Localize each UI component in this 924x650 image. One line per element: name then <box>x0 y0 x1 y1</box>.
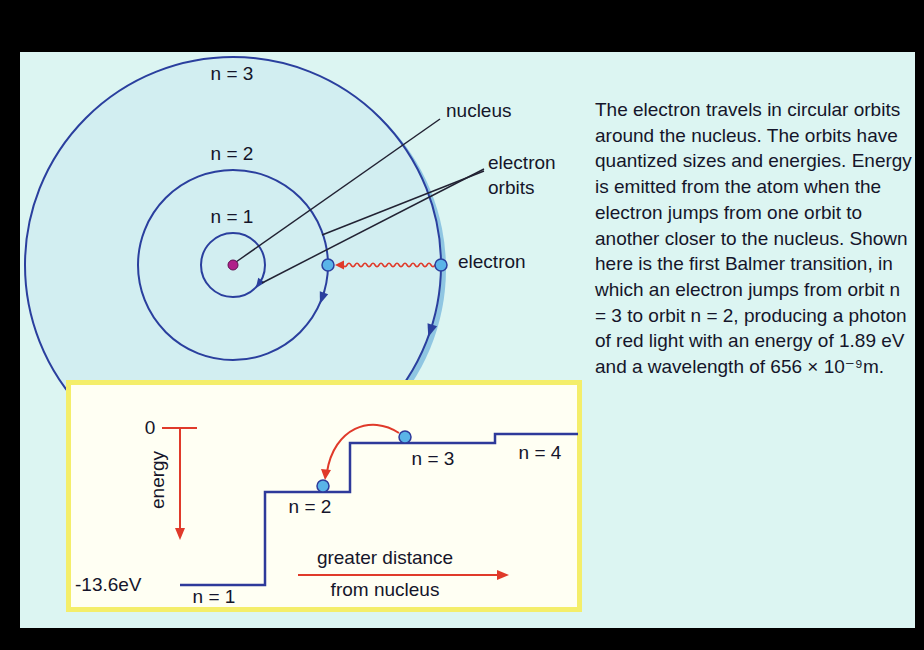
electron-dot <box>435 259 447 271</box>
axis-title: greater distance from nucleus <box>305 542 465 606</box>
orbit-arrowhead <box>320 291 328 304</box>
axis-title: energy <box>147 451 169 509</box>
orbit-label: n = 3 <box>211 63 254 85</box>
energy-arrowhead <box>175 528 185 540</box>
distance-arrowhead <box>497 570 509 580</box>
energy-level-inset: 0 energy -13.6eV n = 1 n = 2 n = 3 n = 4 greate… <box>66 380 582 612</box>
panel-background <box>20 52 915 628</box>
photon-arrowhead <box>335 261 344 270</box>
level-label: n = 1 <box>193 588 236 606</box>
transition-arrow <box>327 425 399 472</box>
orbit-label: n = 2 <box>211 143 254 165</box>
leader-line <box>236 119 440 262</box>
electron-dot <box>399 431 411 443</box>
level-label: n = 3 <box>412 448 455 470</box>
axis-value: -13.6eV <box>75 574 142 596</box>
part-name: electron orbits <box>488 150 556 200</box>
orbit-arrowhead <box>428 323 438 337</box>
level-label: n = 2 <box>289 496 332 518</box>
orbit-n1 <box>201 233 265 297</box>
part-name: nucleus <box>446 100 512 122</box>
orbit-label: n = 1 <box>211 206 254 228</box>
energy-axis <box>179 428 181 530</box>
photon-wave <box>343 263 439 267</box>
electron-dot <box>322 259 334 271</box>
nucleus-dot <box>228 260 238 270</box>
axis-value: 0 <box>145 417 156 439</box>
distance-axis <box>298 574 498 576</box>
part-name: electron <box>458 251 526 273</box>
level-label: n = 4 <box>519 442 562 464</box>
leader-line <box>262 169 484 283</box>
transition-arrowhead <box>321 469 331 480</box>
description-note: The electron travels in circular orbits … <box>595 97 913 380</box>
electron-dot <box>317 480 329 492</box>
leader-line <box>322 171 484 235</box>
orbit-n2 <box>138 170 328 360</box>
